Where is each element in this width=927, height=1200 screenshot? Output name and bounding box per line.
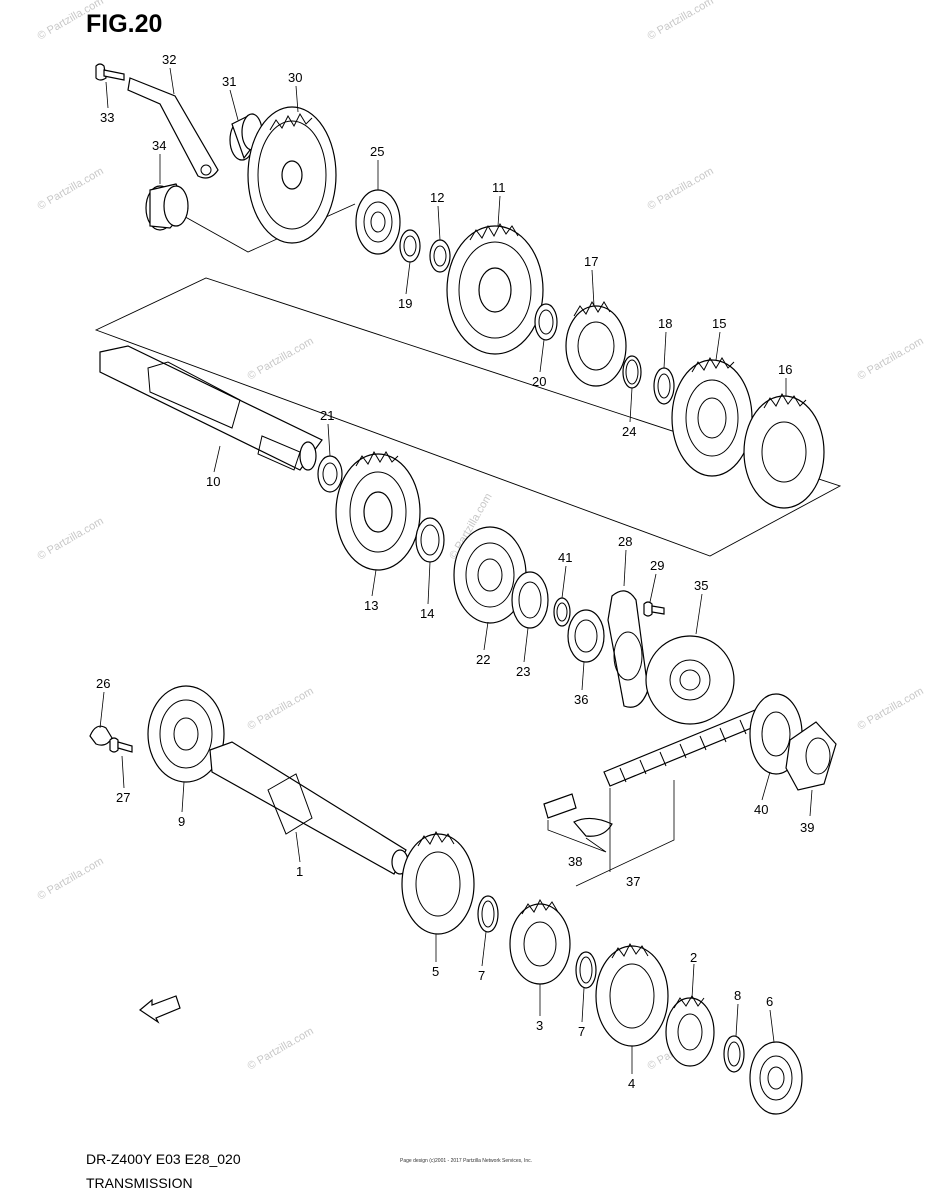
callout-1: 1 <box>296 864 303 879</box>
callout-5: 5 <box>432 964 439 979</box>
part-29-bolt <box>643 601 665 617</box>
part-3-gear <box>509 898 571 985</box>
part-27-screw <box>109 737 133 753</box>
figure-title: FIG.20 <box>86 10 162 38</box>
part-2-gear <box>665 995 715 1067</box>
part-32-lever <box>127 77 219 179</box>
part-19-washer <box>399 229 421 263</box>
part-16-gear <box>743 392 825 509</box>
callout-4: 4 <box>628 1076 635 1091</box>
part-17-gear <box>565 300 627 387</box>
part-24-circlip <box>622 355 642 389</box>
callout-7: 7 <box>578 1024 585 1039</box>
watermark: © Partzilla.com <box>246 685 316 732</box>
callout-12: 12 <box>430 190 444 205</box>
callout-40: 40 <box>754 802 768 817</box>
callout-10: 10 <box>206 474 220 489</box>
callout-35: 35 <box>694 578 708 593</box>
part-9-bearing <box>147 685 225 783</box>
part-28-plate <box>607 590 649 708</box>
watermark: © Partzilla.com <box>646 0 716 43</box>
part-18-washer <box>653 367 675 405</box>
callout-7: 7 <box>478 968 485 983</box>
callout-33: 33 <box>100 110 114 125</box>
callout-34: 34 <box>152 138 166 153</box>
part-30-kick-gear <box>247 106 337 244</box>
callout-37: 37 <box>626 874 640 889</box>
watermark: © Partzilla.com <box>646 165 716 212</box>
callout-23: 23 <box>516 664 530 679</box>
section-name: TRANSMISSION <box>86 1175 193 1191</box>
callout-31: 31 <box>222 74 236 89</box>
watermark: © Partzilla.com <box>36 165 106 212</box>
callout-27: 27 <box>116 790 130 805</box>
part-41-o-ring <box>553 597 571 627</box>
part-7-circlip <box>575 951 597 989</box>
model-code: DR-Z400Y E03 E28_020 <box>86 1151 241 1167</box>
part-13-gear <box>335 450 421 571</box>
callout-18: 18 <box>658 316 672 331</box>
callout-25: 25 <box>370 144 384 159</box>
part-35-sprocket <box>645 635 735 725</box>
callout-29: 29 <box>650 558 664 573</box>
part-38-master-link <box>543 793 613 837</box>
callout-22: 22 <box>476 652 490 667</box>
part-21-washer <box>317 455 343 493</box>
part-20-washer <box>534 303 558 341</box>
callout-labels: 1 2 3 4 5 6 7 7 8 9 10 11 12 13 14 15 16… <box>96 52 814 1091</box>
part-36-spacer <box>567 609 605 663</box>
callout-24: 24 <box>622 424 636 439</box>
callout-20: 20 <box>532 374 546 389</box>
callout-8: 8 <box>734 988 741 1003</box>
part-10-countershaft <box>99 345 323 471</box>
fine-print: Page design (c)2001 - 2017 Partzilla Net… <box>400 1158 532 1164</box>
callout-39: 39 <box>800 820 814 835</box>
callout-16: 16 <box>778 362 792 377</box>
callout-3: 3 <box>536 1018 543 1033</box>
callout-30: 30 <box>288 70 302 85</box>
countershaft-assembly-outline <box>94 277 842 557</box>
callout-13: 13 <box>364 598 378 613</box>
part-8-washer <box>723 1035 745 1073</box>
part-34-collar <box>145 183 189 231</box>
watermark: © Partzilla.com <box>36 855 106 902</box>
part-33-bolt <box>95 63 125 81</box>
watermark: © Partzilla.com <box>856 335 926 382</box>
watermark: © Partzilla.com <box>856 685 926 732</box>
watermark: © Partzilla.com <box>246 1025 316 1072</box>
callout-17: 17 <box>584 254 598 269</box>
watermark: © Partzilla.com <box>246 335 316 382</box>
callout-15: 15 <box>712 316 726 331</box>
part-1-main-shaft <box>209 741 409 875</box>
callout-11: 11 <box>492 180 506 195</box>
part-25-bearing <box>355 189 401 255</box>
part-14-collar <box>415 517 445 563</box>
part-4-gear <box>595 942 669 1047</box>
part-7-circlip <box>477 895 499 933</box>
callout-9: 9 <box>178 814 185 829</box>
callout-32: 32 <box>162 52 176 67</box>
callout-6: 6 <box>766 994 773 1009</box>
callout-28: 28 <box>618 534 632 549</box>
callout-2: 2 <box>690 950 697 965</box>
callout-36: 36 <box>574 692 588 707</box>
part-15-gear <box>671 356 753 477</box>
callout-19: 19 <box>398 296 412 311</box>
part-39-nut <box>785 721 837 791</box>
part-12-bushing <box>429 239 451 273</box>
part-26-bearing-retainer <box>89 725 113 746</box>
part-6-bearing <box>749 1041 803 1115</box>
part-23-oil-seal <box>511 571 549 629</box>
part-11-gear <box>446 222 544 355</box>
callout-26: 26 <box>96 676 110 691</box>
callout-41: 41 <box>558 550 572 565</box>
front-arrow-icon <box>138 995 181 1024</box>
leader-lines <box>99 67 813 1074</box>
callout-14: 14 <box>420 606 434 621</box>
callout-21: 21 <box>320 408 334 423</box>
watermark: © Partzilla.com <box>36 515 106 562</box>
callout-38: 38 <box>568 854 582 869</box>
part-5-gear <box>401 830 475 935</box>
